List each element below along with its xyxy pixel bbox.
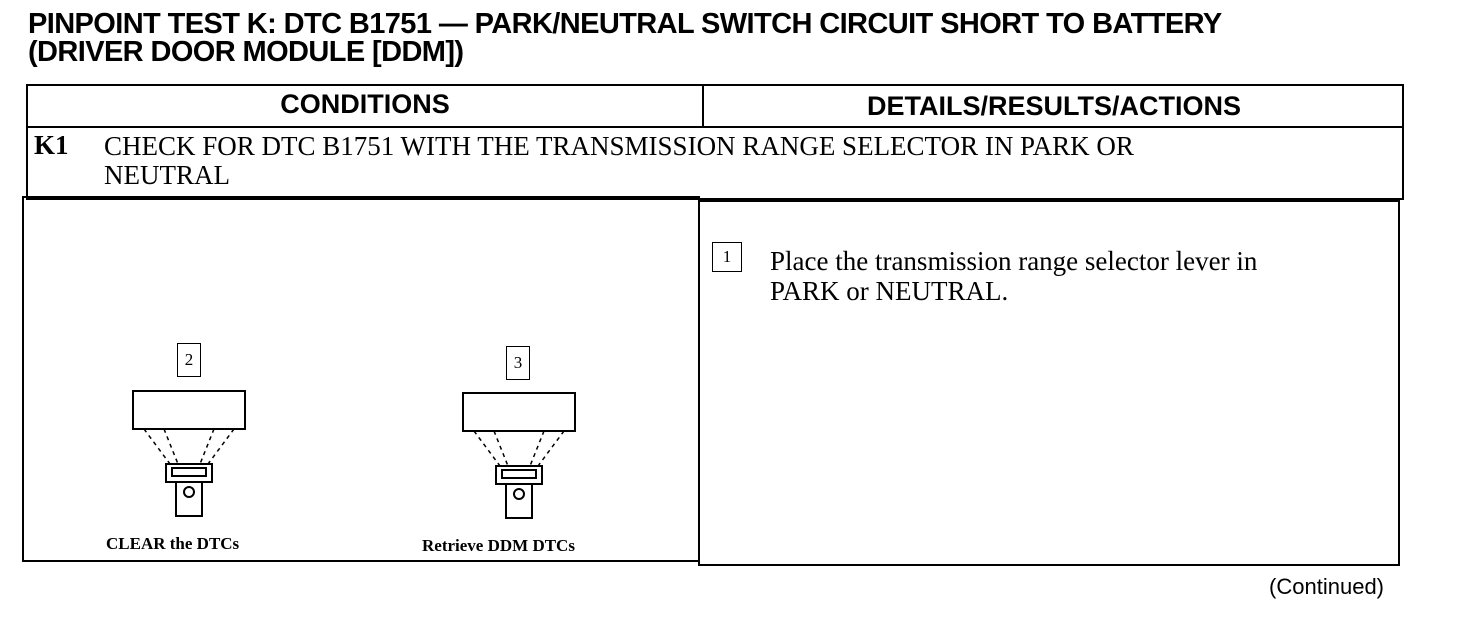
header-column-divider bbox=[702, 84, 704, 128]
action-number-1: 1 bbox=[712, 242, 742, 272]
page-title-line-2: (DRIVER DOOR MODULE [DDM]) bbox=[28, 36, 464, 68]
step-id: K1 bbox=[34, 130, 69, 160]
continued-label: (Continued) bbox=[1269, 574, 1384, 599]
actions-cell bbox=[698, 200, 1400, 566]
step-description-line-2: NEUTRAL bbox=[104, 160, 230, 190]
illustration-number-3: 3 bbox=[506, 346, 530, 380]
action-text-1: Place the transmission range selector le… bbox=[770, 246, 1370, 306]
conditions-header: CONDITIONS bbox=[280, 89, 450, 119]
illustration-caption-2: CLEAR the DTCs bbox=[106, 534, 240, 553]
action-text-1-line-1: Place the transmission range selector le… bbox=[770, 246, 1258, 276]
page-title: PINPOINT TEST K: DTC B1751 — PARK/NEUTRA… bbox=[28, 8, 1448, 68]
page-title-line-1: PINPOINT TEST K: DTC B1751 — PARK/NEUTRA… bbox=[28, 8, 1222, 40]
action-text-1-line-2: PARK or NEUTRAL. bbox=[770, 276, 1009, 306]
pinpoint-table bbox=[26, 84, 1404, 200]
step-description-line-1: CHECK FOR DTC B1751 WITH THE TRANSMISSIO… bbox=[104, 131, 1134, 161]
step-description: CHECK FOR DTC B1751 WITH THE TRANSMISSIO… bbox=[104, 132, 1304, 190]
conditions-cell bbox=[22, 196, 700, 562]
scan-tool-icon bbox=[462, 392, 576, 519]
illustration-number-2: 2 bbox=[177, 343, 201, 377]
details-header: DETAILS/RESULTS/ACTIONS bbox=[866, 91, 1241, 121]
illustration-caption-3: Retrieve DDM DTCs bbox=[422, 536, 575, 555]
scan-tool-icon bbox=[132, 390, 246, 517]
header-bottom-rule bbox=[26, 126, 1404, 128]
